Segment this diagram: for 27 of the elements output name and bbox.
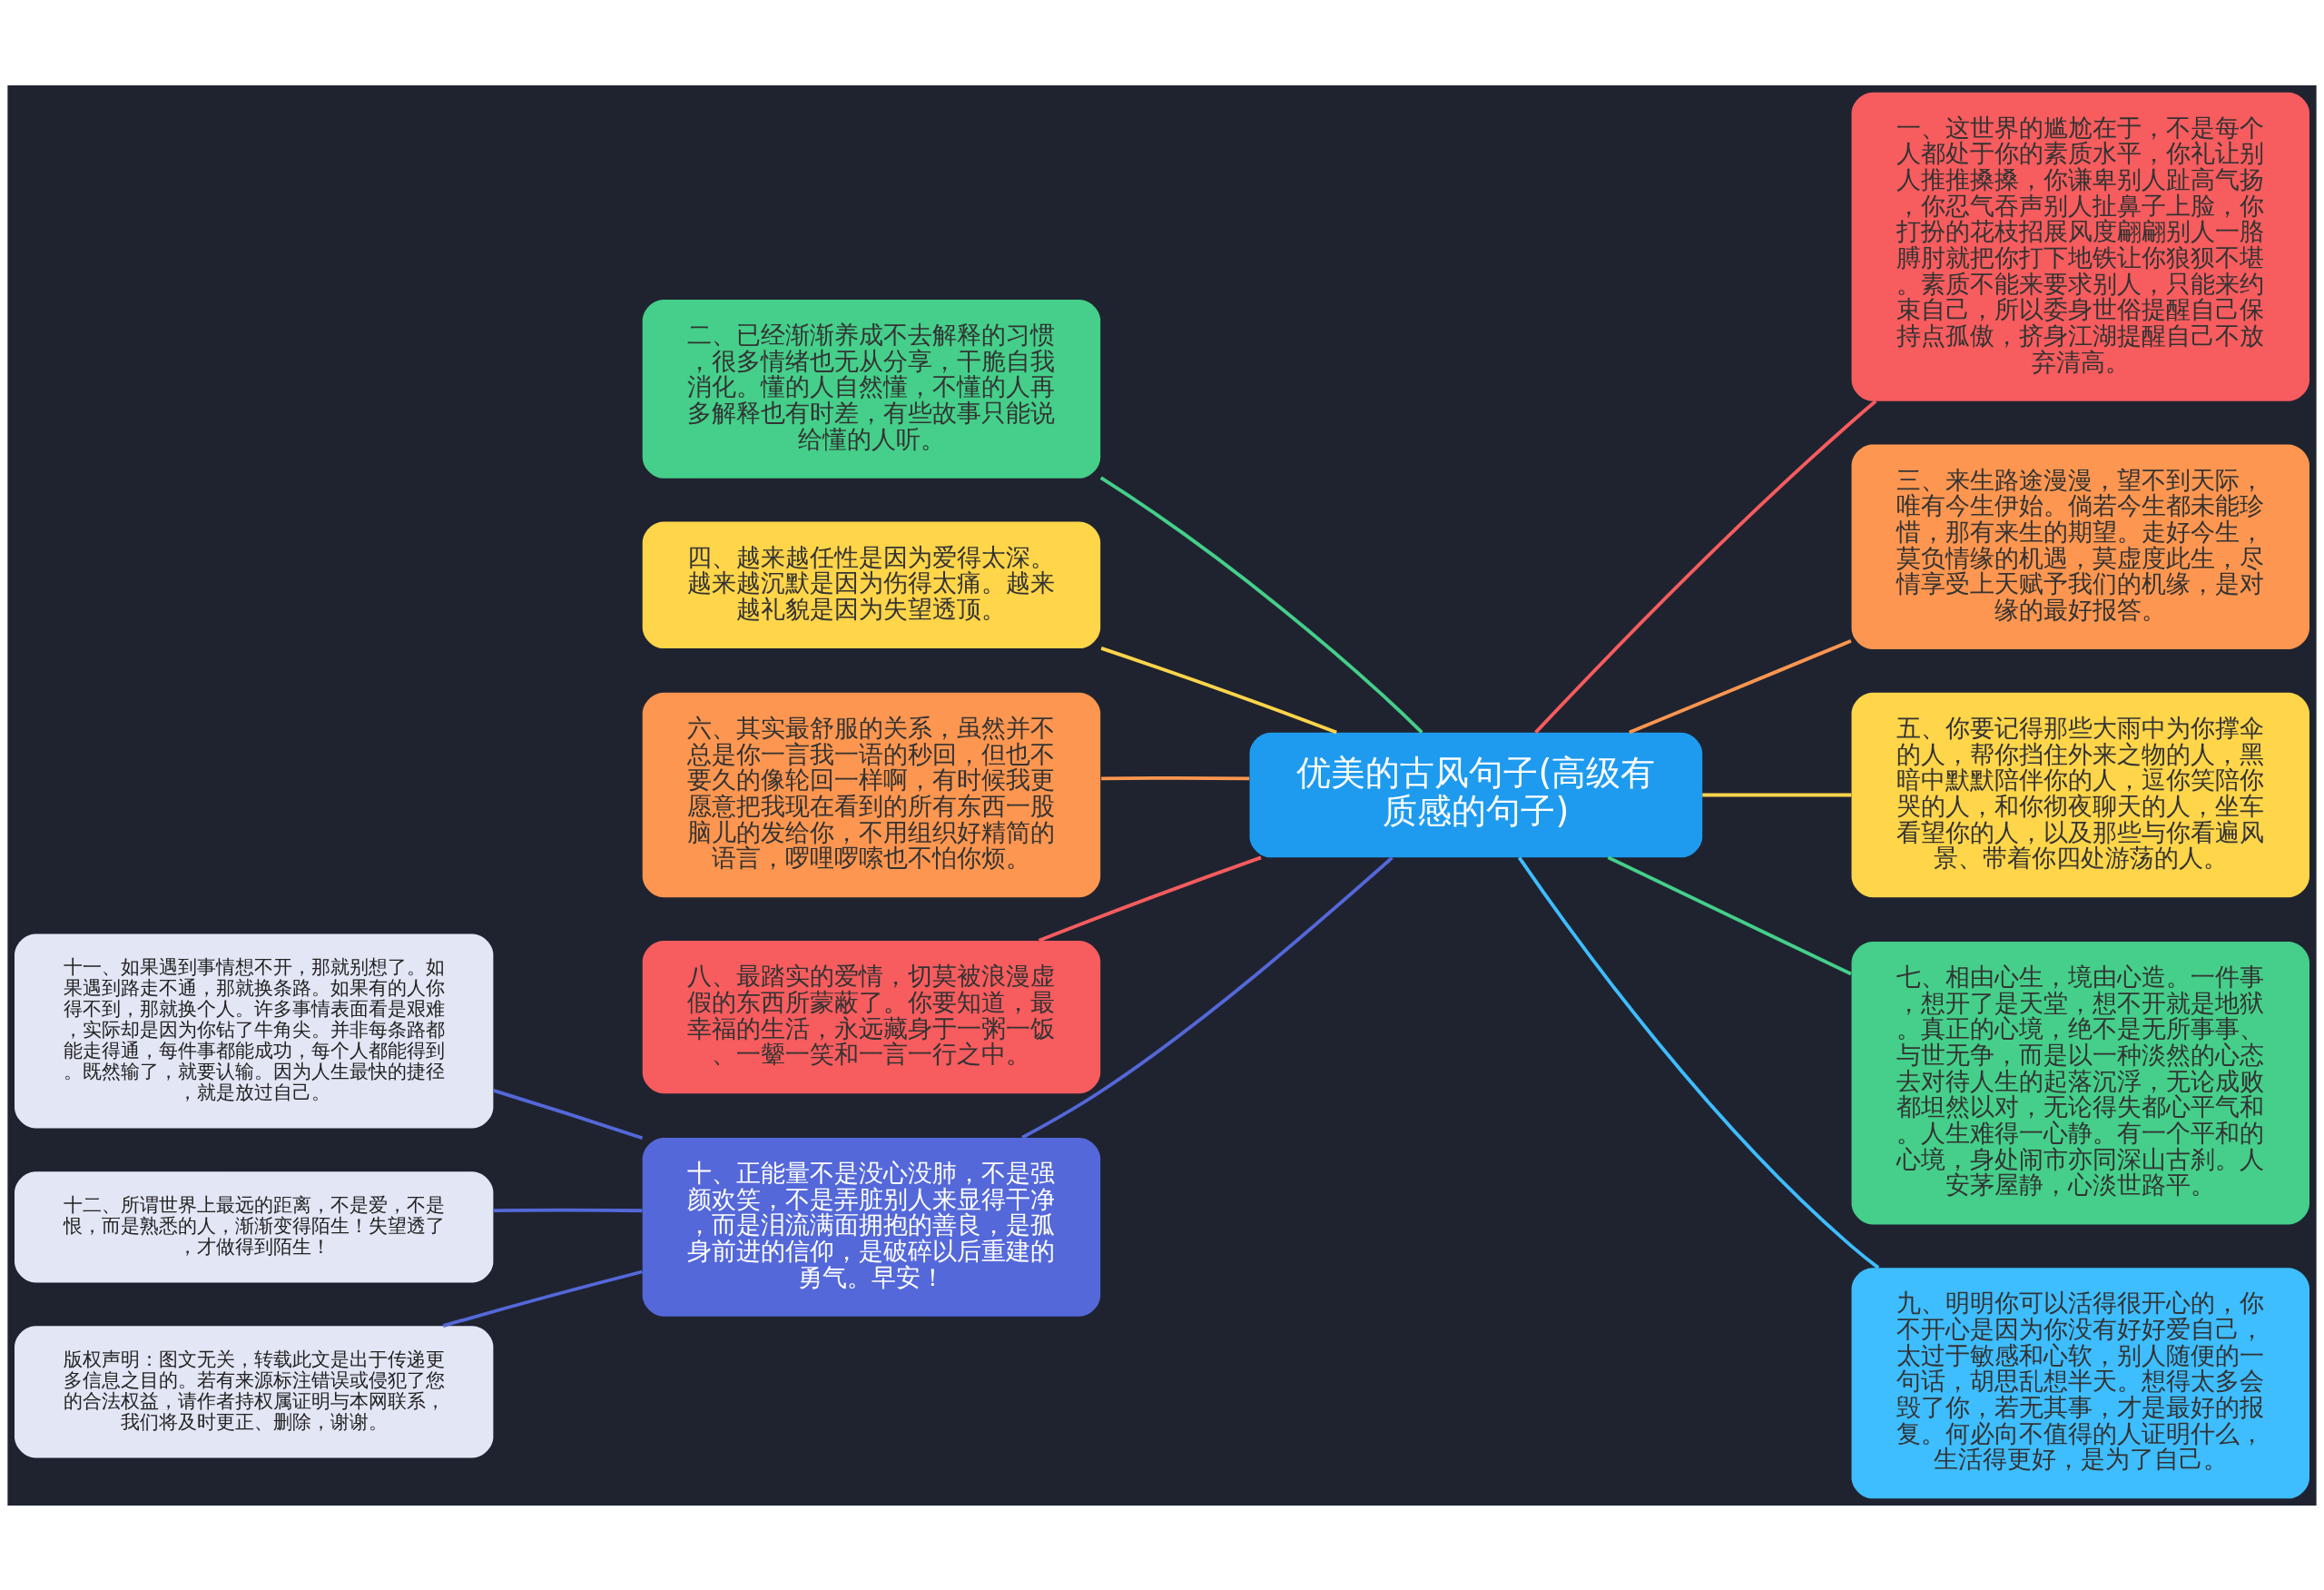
node-box: 三、来生路途漫漫，望不到天际，唯有今生伊始。倘若今生都未能珍惜，那有来生的期望。走好今生，莫负情缘的机遇，莫虚度此生，尽情享受上天赋予我们的机缘，是对缘的最好报答。 (1851, 444, 2309, 649)
connector (1534, 399, 1877, 734)
connector (1100, 646, 1337, 734)
node-box: 八、最踏实的爱情，切莫被浪漫虚假的东西所蒙蔽了。你要知道，最幸福的生活，永远藏身于一粥一饭、一颦一笑和一言一行之中。 (642, 940, 1101, 1093)
node-box: 十一、如果遇到事情想不开，那就别想了。如果遇到路走不通，那就换条路。如果有的人你得不到，那就换个人。许多事情表面看是艰难，实际却是因为你钻了牛角尖。并非每条路都能走得通，每件事都能成功，每个人都能得到。既然输了，就要认输。因为人生最快的捷径，就是放过自己。 (15, 933, 494, 1128)
node-box: 十二、所谓世界上最远的距离，不是爱，不是恨，而是熟悉的人，渐渐变得陌生！失望透了，才做得到陌生！ (15, 1170, 494, 1282)
connector (1021, 855, 1393, 1139)
connector (493, 1208, 643, 1212)
node-box: 四、越来越任性是因为爱得太深。越来越沉默是因为伤得太痛。越来越礼貌是因为失望透顶。 (642, 521, 1101, 648)
connector (1607, 855, 1852, 975)
connector (1101, 775, 1250, 780)
connector (442, 1269, 643, 1328)
node-box: 五、你要记得那些大雨中为你撑伞的人，帮你挡住外来之物的人，黑暗中默默陪伴你的人，逗你笑陪你哭的人，和你彻夜聊天的人，坐车看望你的人，以及那些与你看遍风景、带着你四处游荡的人。 (1851, 692, 2309, 897)
connector (493, 1088, 644, 1140)
node-box: 六、其实最舒服的关系，虽然并不总是你一言我一语的秒回，但也不要久的像轮回一样啊，有时候我更愿意把我现在看到的所有东西一股脑儿的发给你，不用组织好精简的语言，啰哩啰嗦也不怕你烦。 (642, 692, 1101, 897)
node-box: 九、明明你可以活得很开心的，你不开心是因为你没有好好爱自己，太过于敏感和心软，别人随便的一句话，胡思乱想半天。想得太多会毁了你，若无其事，才是最好的报复。何必向不值得的人证明什么，生活得更好，是为了自己。 (1851, 1267, 2309, 1498)
node-box: 二、已经渐渐养成不去解释的习惯，很多情绪也无从分享，干脆自我消化。懂的人自然懂，不懂的人再多解释也有时差，有些故事只能说给懂的人听。 (642, 299, 1101, 479)
node-box: 优美的古风句子(高级有质感的句子) (1249, 732, 1703, 857)
node-box: 版权声明：图文无关，转载此文是出于传递更多信息之目的。若有来源标注错误或侵犯了您的合法权益，请作者持权属证明与本网联系，我们将及时更正、删除，谢谢。 (15, 1325, 494, 1457)
node-box: 十、正能量不是没心没肺，不是强颜欢笑，不是弄脏别人来显得干净，而是泪流满面拥抱的善良，是孤身前进的信仰，是破碎以后重建的勇气。早安！ (642, 1137, 1101, 1317)
connector (1099, 476, 1423, 734)
connector (1629, 638, 1852, 734)
node-box: 一、这世界的尴尬在于，不是每个人都处于你的素质水平，你礼让别人推推搡搡，你谦卑别人趾高气扬，你忍气吞声别人扯鼻子上脸，你打扮的花枝招展风度翩翩别人一胳膊肘就把你打下地铁让你狼狈不堪。素质不能来要求别人，只能来约束自己，所以委身世俗提醒自己保持点孤傲，挤身江湖提醒自己不放弃清高。 (1851, 92, 2309, 401)
node-box: 七、相由心生，境由心造。一件事，想开了是天堂，想不开就是地狱。真正的心境，绝不是无所事事、与世无争，而是以一种淡然的心态去对待人生的起落沉浮，无论成败都坦然以对，无论得失都心平气和。人生难得一心静。有一个平和的心境，身处闹市亦同深山古刹。人安茅屋静，心淡世路平。 (1851, 941, 2309, 1224)
connector (1702, 793, 1852, 796)
connector (1517, 855, 1880, 1269)
connector (1038, 855, 1262, 943)
